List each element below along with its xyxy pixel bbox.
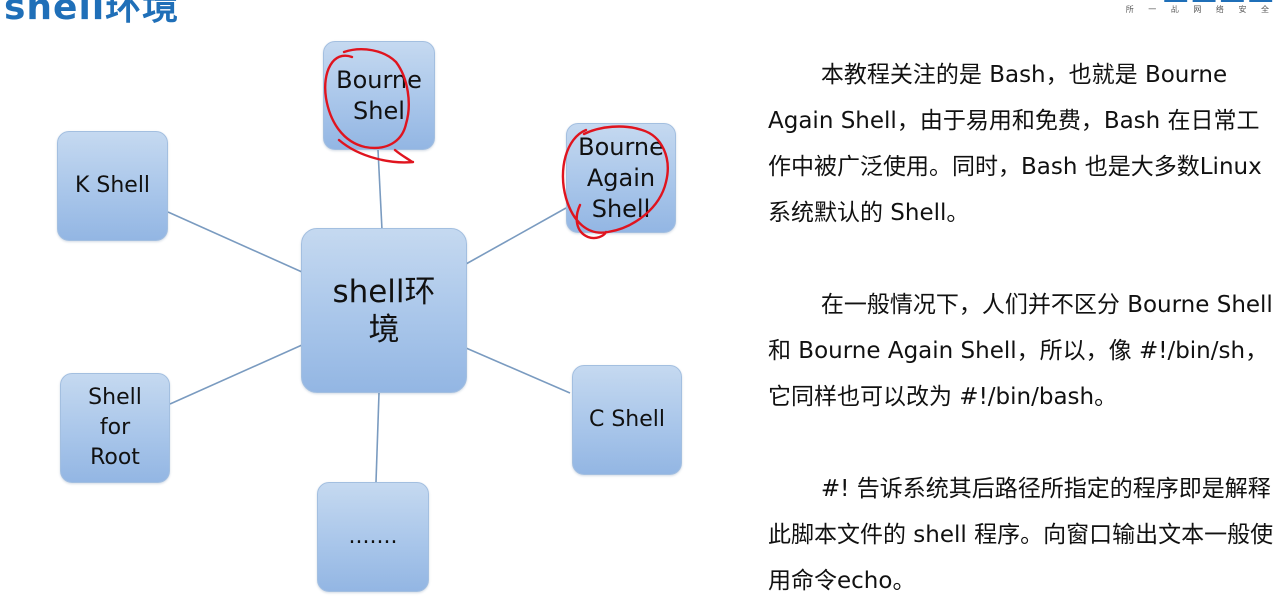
- link-c-shell: [465, 347, 571, 394]
- paragraph-shebang-equivalence: 在一般情况下，人们并不区分 Bourne Shell 和 Bourne Agai…: [768, 292, 1273, 410]
- more-shells-label: .......: [348, 524, 398, 549]
- link-k-shell: [167, 211, 303, 273]
- paragraph-shebang-meaning: #! 告诉系统其后路径所指定的程序即是解释此脚本文件的 shell 程序。向窗口…: [768, 476, 1274, 594]
- bourne-again-shell-line-1: Bourne: [578, 132, 664, 161]
- link-more: [375, 392, 380, 483]
- link-bourne-again-shell: [465, 207, 567, 265]
- center-node-label: shell环境: [332, 273, 436, 348]
- shell-for-root-line-1: Shell: [88, 385, 142, 410]
- slide-title: shell环境: [4, 0, 180, 28]
- link-shell-for-root: [169, 344, 303, 405]
- c-shell-node: C Shell: [572, 365, 682, 475]
- shell-for-root-line-2: for: [99, 415, 131, 440]
- shell-for-root-line-3: Root: [90, 445, 140, 470]
- more-shells-node: .......: [317, 482, 429, 592]
- logo-tagline: 所 一 乩 网 络 安 全: [1125, 5, 1275, 14]
- logo-mark: ■■■■: [1126, 0, 1275, 2]
- k-shell-label: K Shell: [74, 173, 151, 198]
- shell-environment-node: shell环境: [301, 228, 467, 393]
- bourne-again-shell-line-3: Shell: [591, 194, 651, 223]
- shell-for-root-node: Shell for Root: [60, 373, 170, 483]
- bourne-shell-line-2: Shel: [353, 96, 405, 125]
- bourne-again-shell-line-2: Again: [586, 163, 656, 192]
- link-bourne-shell: [377, 149, 383, 231]
- k-shell-node: K Shell: [57, 131, 168, 241]
- brand-logo: ■■■■ 所 一 乩 网 络 安 全: [1126, 0, 1275, 15]
- bourne-shell-line-1: Bourne: [336, 65, 422, 94]
- bourne-again-shell-node: Bourne Again Shell: [566, 123, 676, 233]
- paragraph-bash-intro: 本教程关注的是 Bash，也就是 Bourne Again Shell，由于易用…: [768, 62, 1262, 226]
- bourne-shell-node: Bourne Shel: [323, 41, 435, 150]
- c-shell-label: C Shell: [588, 407, 666, 432]
- description-panel: 本教程关注的是 Bash，也就是 Bourne Again Shell，由于易用…: [768, 52, 1277, 604]
